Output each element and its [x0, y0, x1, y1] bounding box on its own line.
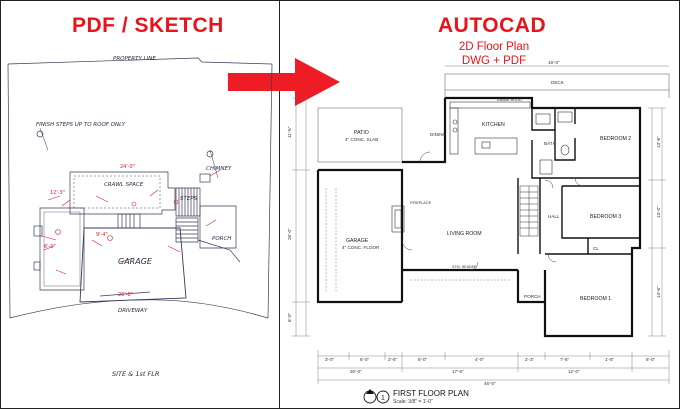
sketch-dim-1: 24'-0" [120, 164, 135, 170]
panel-divider [279, 0, 280, 409]
cad-garage-detail [325, 188, 510, 292]
cad-label-bedroom-1: BEDROOM 1 [580, 296, 611, 302]
right-arrow-icon [228, 58, 340, 106]
cad-label-beam: STM. HEADER [452, 265, 477, 269]
sketch-chimney: CHIMNEY [206, 166, 232, 172]
cad-label-bedroom-3: BEDROOM 3 [590, 214, 621, 220]
cad-label-range-hood: RANGE HOOD [497, 98, 522, 102]
cad-label-bath: BATH [544, 141, 556, 146]
cad-label-garage-note: 4" CONC. FLOOR [342, 245, 380, 250]
cad-label-hall: HALL [548, 214, 560, 219]
cad-label-deck: DECK [551, 80, 565, 85]
cad-dimension-lines [292, 65, 670, 384]
right-panel-heading: AUTOCAD [438, 14, 547, 37]
sketch-driveway: DRIVEWAY [118, 308, 148, 314]
sketch-dim-4: 9'-4" [96, 232, 108, 238]
cad-label-living-room: LIVING ROOM [447, 231, 482, 237]
cad-label-cl: CL [593, 246, 599, 251]
cad-dim-d6: 11'-6" [287, 126, 292, 138]
sketch-porch: PORCH [212, 236, 231, 242]
cad-dim-left-total: 20'-0" [350, 369, 362, 374]
cad-dim-d13: 14'-6" [656, 286, 661, 298]
right-panel-subheading-2: DWG + PDF [461, 55, 527, 67]
plan-scale: Scale: 3/8" = 1'-0" [393, 399, 433, 405]
cad-doors [401, 151, 584, 271]
sketch-crawl-space: CRAWL SPACE [104, 182, 144, 188]
section-callout-icon [363, 389, 390, 404]
cad-label-patio: PATIO [354, 130, 369, 136]
cad-stair [519, 185, 539, 237]
sketch-dim-5: 26'-8" [118, 292, 133, 298]
sketch-steps: STEPS [180, 196, 198, 202]
cad-dim-d11: 1'-6" [605, 357, 615, 362]
cad-dim-d1: 3'-0" [325, 357, 335, 362]
cad-label-kitchen: KITCHEN [482, 122, 505, 128]
cad-label-fireplace: FIREPLACE [410, 201, 432, 205]
cad-dim-d2: 6'-0" [360, 357, 370, 362]
cad-kitchen-fixtures [449, 101, 573, 175]
hand-sketch [7, 57, 273, 319]
cad-dim-d14: 16'-0" [548, 60, 560, 65]
cad-label-porch: PORCH [524, 294, 541, 299]
cad-label-bedroom-2: BEDROOM 2 [600, 136, 631, 142]
cad-dim-d3: 2'-6" [388, 357, 398, 362]
sketch-footer: SITE & 1st FLR [112, 370, 159, 378]
cad-deck [444, 73, 670, 98]
cad-fireplace [391, 205, 405, 233]
sketch-red-markings [41, 169, 221, 275]
cad-dim-d12: 26'-0" [287, 228, 292, 240]
callout-number: 1 [381, 395, 385, 402]
cad-label-patio-note: 4" CONC. SLAB [345, 137, 378, 142]
sketch-property-line: PROPERTY LINE [113, 56, 156, 62]
sketch-dim-2: 12'-3" [50, 190, 65, 196]
right-panel-subheading-1: 2D Floor Plan [458, 41, 530, 53]
left-panel-heading: PDF / SKETCH [72, 14, 224, 37]
cad-dim-d9: 7'-6" [560, 357, 570, 362]
cad-dim-d8: 13'-0" [656, 206, 661, 218]
sketch-dim-3: 6'-0" [44, 244, 56, 250]
cad-dim-mid-2: 12'-0" [568, 369, 580, 374]
cad-dim-d2c: 6'-0" [287, 312, 292, 322]
sketch-note: FINISH STEPS UP TO ROOF ONLY [36, 122, 126, 128]
cad-dim-d5: 4'-0" [475, 357, 485, 362]
cad-label-dining: DINING [430, 132, 447, 137]
cad-dim-d2b: 6'-0" [646, 357, 656, 362]
cad-dim-d10: 2'-3" [525, 357, 535, 362]
plan-title: FIRST FLOOR PLAN [393, 389, 469, 398]
cad-patio [317, 107, 403, 163]
cad-dim-overall: 46'-0" [484, 381, 496, 386]
cad-dim-d4: 8'-0" [418, 357, 428, 362]
cad-walls [316, 96, 642, 338]
cad-dim-d7: 13'-6" [656, 136, 661, 148]
cad-dim-mid-1: 17'-6" [452, 369, 464, 374]
cad-label-garage: GARAGE [346, 238, 369, 244]
sketch-garage: GARAGE [118, 257, 153, 266]
